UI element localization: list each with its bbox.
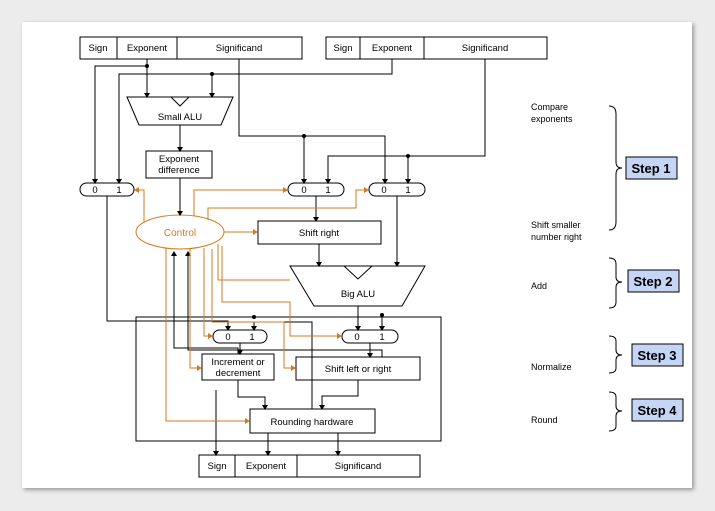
svg-text:Step 1: Step 1	[631, 161, 670, 176]
mux-significand-a: 0 1	[287, 182, 345, 197]
svg-text:0: 0	[301, 185, 306, 196]
big-alu: Big ALU	[289, 265, 426, 307]
svg-text:Step 3: Step 3	[637, 348, 676, 363]
mux-exponent: 0 1	[79, 182, 135, 197]
result-sign: Sign	[207, 461, 226, 472]
register-b: Sign Exponent Significand	[325, 36, 548, 60]
label-shift-smaller-1: Shift smaller	[531, 220, 581, 230]
normalize-frame	[135, 316, 442, 442]
svg-text:1: 1	[379, 332, 384, 343]
register-b-sign: Sign	[333, 43, 352, 54]
svg-text:Step 2: Step 2	[633, 274, 672, 289]
register-a-exponent: Exponent	[127, 43, 168, 54]
small-alu: Small ALU	[126, 96, 234, 126]
braces	[608, 105, 623, 432]
result-exponent: Exponent	[246, 461, 287, 472]
register-b-exponent: Exponent	[372, 43, 413, 54]
svg-text:1: 1	[405, 185, 410, 196]
exponent-difference-box: Exponent difference	[145, 150, 213, 179]
register-b-significand: Significand	[462, 43, 508, 54]
register-result: Sign Exponent Significand	[198, 454, 421, 478]
label-round: Round	[531, 415, 558, 425]
register-a-sign: Sign	[88, 43, 107, 54]
step-4-badge: Step 4	[631, 398, 684, 422]
svg-text:Shift left or right: Shift left or right	[325, 364, 392, 375]
label-shift-smaller-2: number right	[531, 232, 582, 242]
svg-text:1: 1	[325, 185, 330, 196]
control-unit: Control	[135, 214, 225, 250]
svg-text:0: 0	[92, 185, 97, 196]
svg-text:Exponent: Exponent	[159, 154, 200, 165]
svg-text:decrement: decrement	[216, 368, 261, 379]
fp-adder-diagram: Sign Exponent Significand Sign Exponent …	[79, 36, 684, 478]
label-compare-exponents-1: Compare	[531, 102, 568, 112]
svg-text:1: 1	[249, 332, 254, 343]
step-2-badge: Step 2	[627, 269, 680, 293]
mux-normalize-significand: 0 1	[341, 329, 399, 344]
svg-text:Increment or: Increment or	[211, 357, 264, 368]
step-1-badge: Step 1	[625, 156, 678, 180]
datapath-wires	[92, 59, 486, 456]
svg-text:difference: difference	[158, 165, 200, 176]
register-a: Sign Exponent Significand	[79, 36, 303, 60]
control-wires	[134, 187, 369, 424]
step-3-badge: Step 3	[631, 343, 684, 367]
mux-normalize-exponent: 0 1	[212, 329, 268, 344]
svg-text:Rounding hardware: Rounding hardware	[271, 417, 354, 428]
svg-text:0: 0	[354, 332, 359, 343]
svg-text:0: 0	[381, 185, 386, 196]
svg-text:1: 1	[116, 185, 121, 196]
big-alu-label: Big ALU	[341, 289, 375, 300]
mux-significand-b: 0 1	[368, 182, 426, 197]
svg-text:Step 4: Step 4	[637, 403, 677, 418]
result-significand: Significand	[335, 461, 381, 472]
increment-decrement-box: Increment or decrement	[201, 353, 275, 381]
shift-right-box: Shift right	[257, 220, 382, 245]
label-add: Add	[531, 281, 547, 291]
label-normalize: Normalize	[531, 362, 572, 372]
label-compare-exponents-2: exponents	[531, 114, 573, 124]
rounding-hardware-box: Rounding hardware	[249, 408, 376, 434]
control-label: Control	[164, 228, 196, 239]
shift-left-right-box: Shift left or right	[295, 356, 421, 381]
svg-text:0: 0	[225, 332, 230, 343]
svg-text:Shift right: Shift right	[299, 228, 339, 239]
register-a-significand: Significand	[216, 43, 262, 54]
slide-canvas: Sign Exponent Significand Sign Exponent …	[22, 22, 692, 488]
side-labels: Compare exponents Shift smaller number r…	[531, 102, 582, 425]
small-alu-label: Small ALU	[158, 112, 202, 123]
